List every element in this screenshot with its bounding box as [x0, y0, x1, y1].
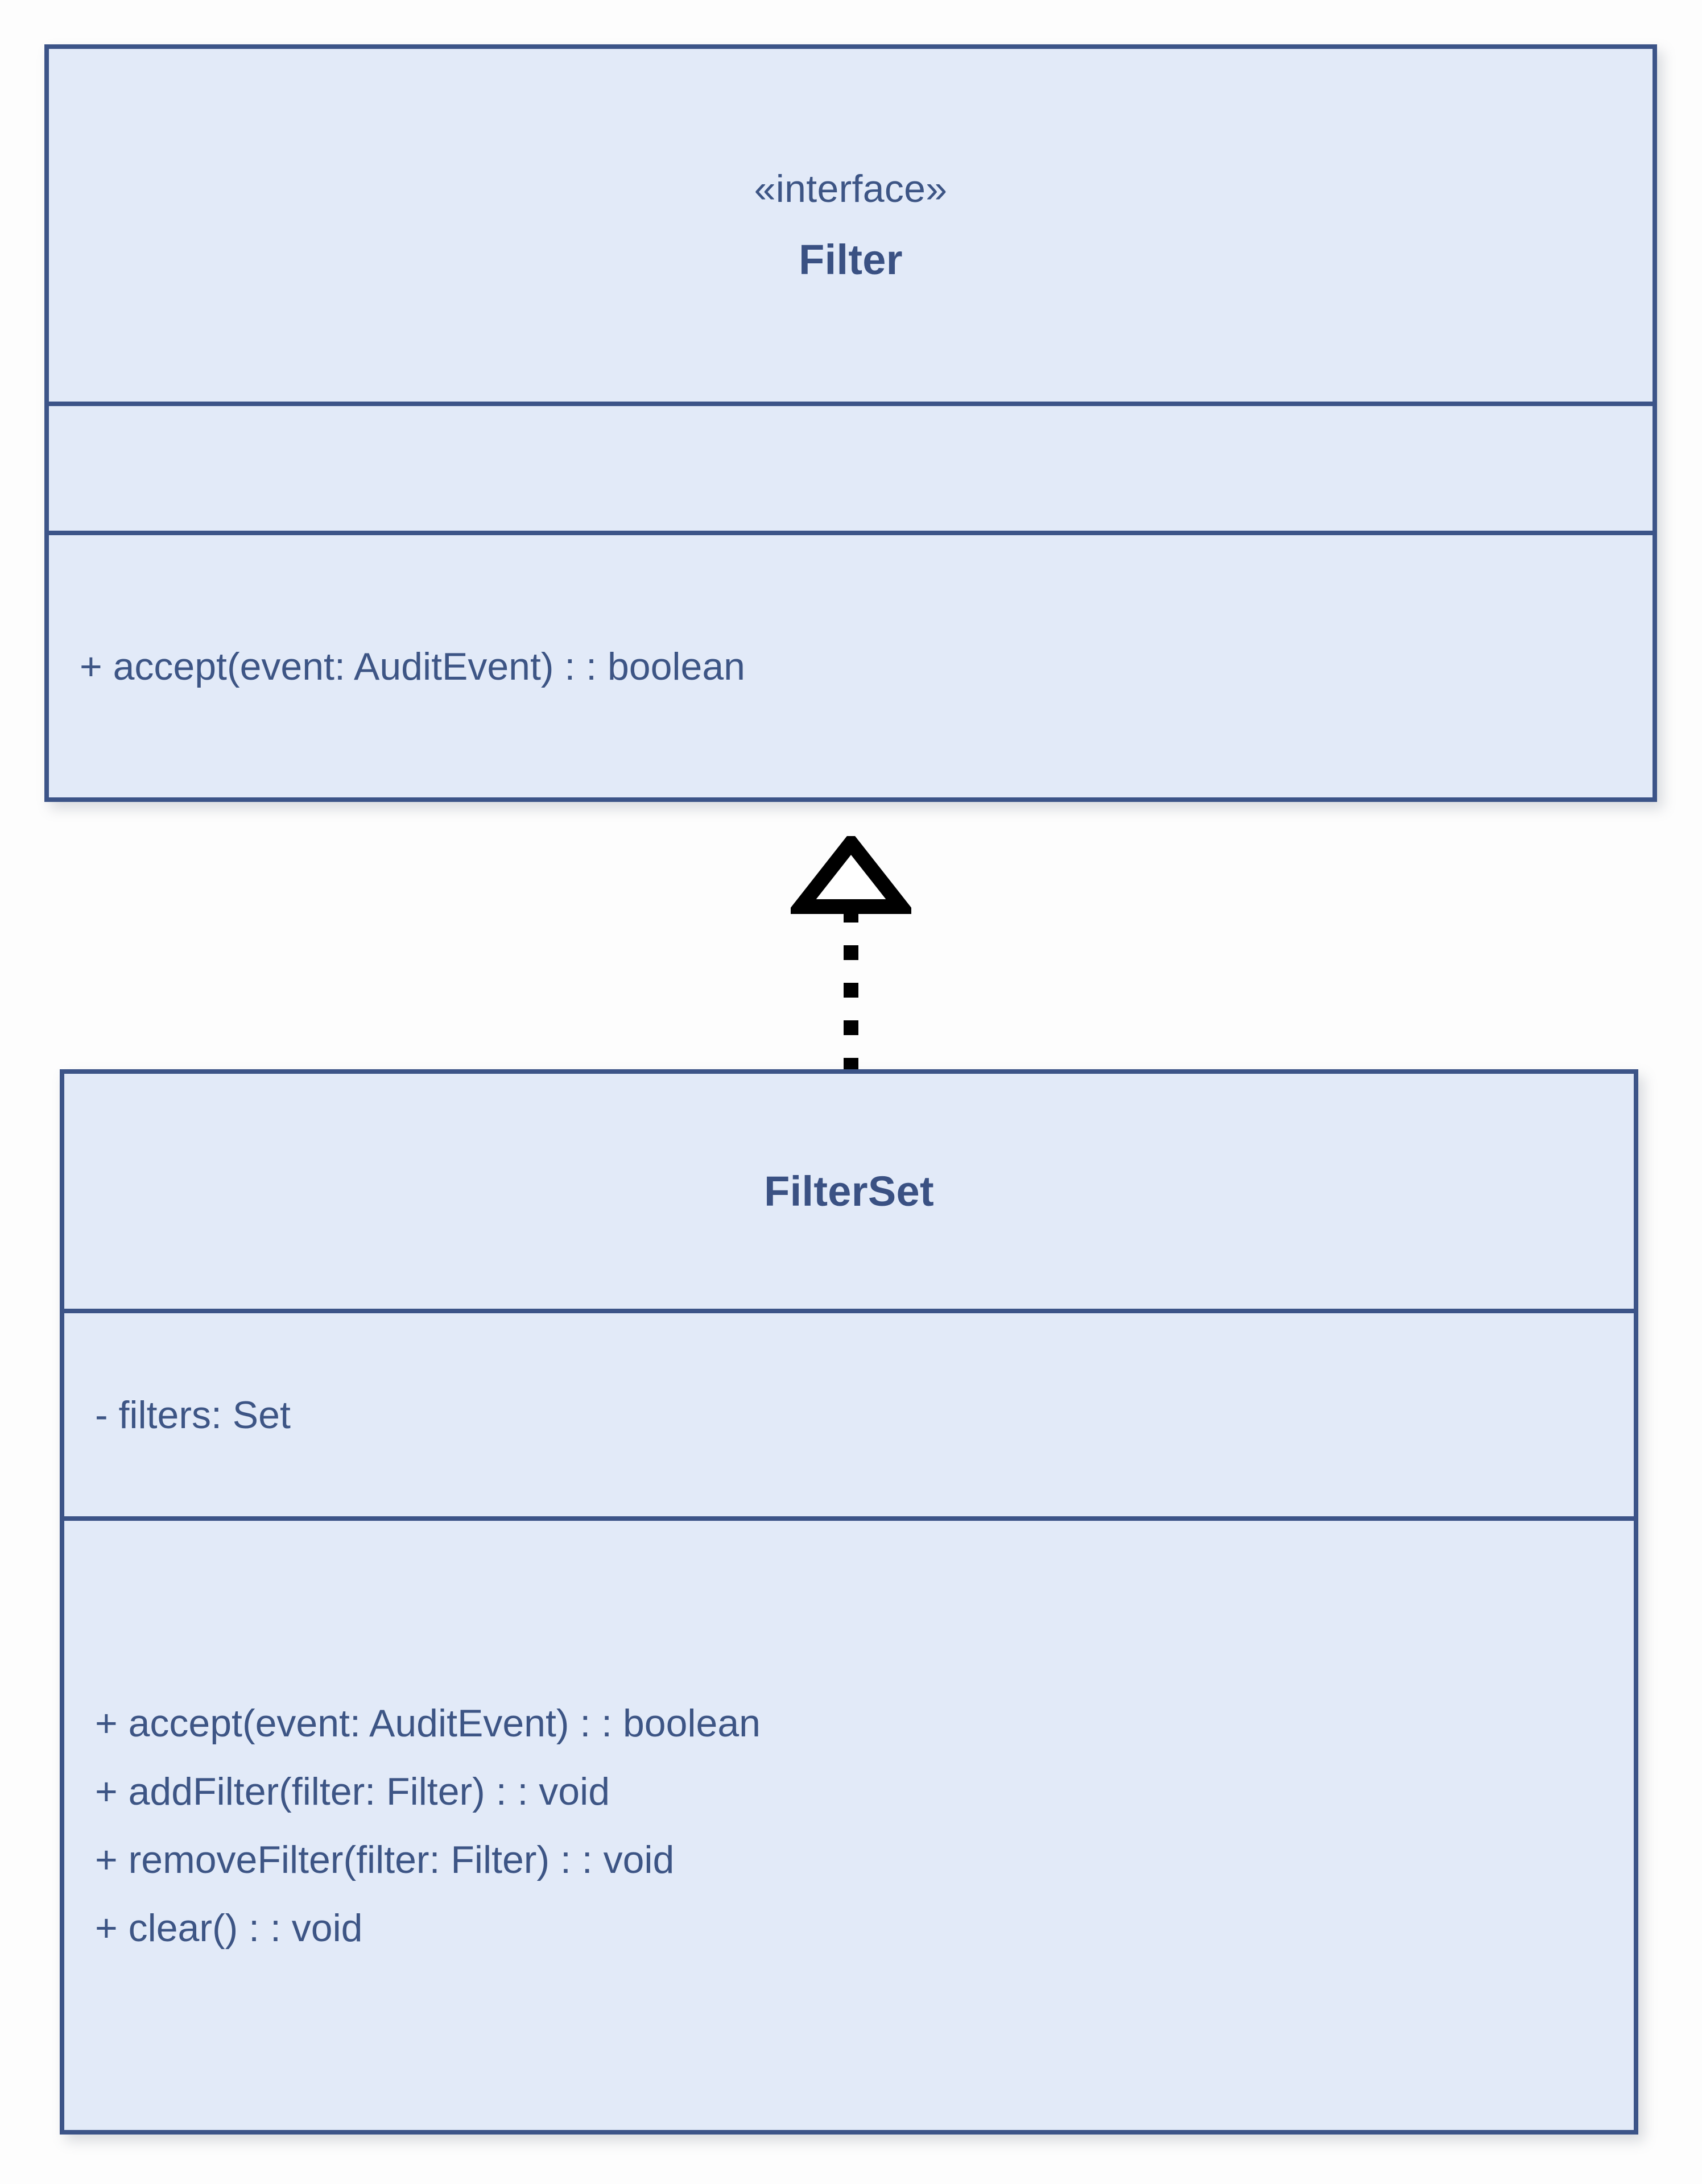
class-title-filterset: FilterSet: [764, 1167, 934, 1215]
class-header-filter: «interface» Filter: [49, 49, 1653, 402]
class-methods-filterset: + accept(event: AuditEvent) : : boolean …: [64, 1516, 1634, 2130]
class-box-filter[interactable]: «interface» Filter + accept(event: Audit…: [44, 44, 1657, 802]
realization-connector-filterset-to-filter: [791, 836, 911, 1073]
class-header-filterset: FilterSet: [64, 1074, 1634, 1309]
class-methods-filter: + accept(event: AuditEvent) : : boolean: [49, 531, 1653, 797]
class-attributes-filter: [49, 402, 1653, 531]
method-item[interactable]: + addFilter(filter: Filter) : : void: [95, 1769, 610, 1813]
class-box-filterset[interactable]: FilterSet - filters: Set + accept(event:…: [60, 1069, 1638, 2135]
class-title-filter: Filter: [799, 235, 903, 283]
method-item[interactable]: + accept(event: AuditEvent) : : boolean: [80, 644, 745, 688]
method-item[interactable]: + accept(event: AuditEvent) : : boolean: [95, 1701, 761, 1745]
hollow-triangle-arrow-icon: [791, 836, 911, 914]
class-stereotype-filter: «interface»: [754, 167, 948, 210]
method-item[interactable]: + removeFilter(filter: Filter) : : void: [95, 1838, 675, 1881]
method-item[interactable]: + clear() : : void: [95, 1906, 363, 1950]
class-attributes-filterset: - filters: Set: [64, 1309, 1634, 1516]
attribute-item[interactable]: - filters: Set: [95, 1393, 291, 1437]
